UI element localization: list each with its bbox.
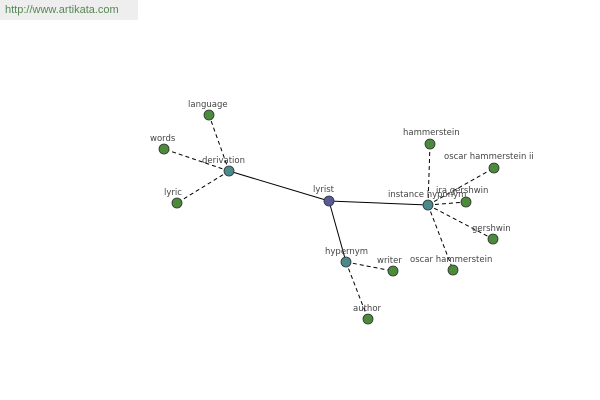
node-ira_g[interactable] — [460, 196, 472, 208]
node-oscar_h_ii[interactable] — [488, 162, 500, 174]
edge-derivation-words — [163, 148, 230, 172]
node-label-hammerstein[interactable]: hammerstein — [403, 128, 460, 138]
edge-instance-ira_g — [427, 201, 467, 206]
node-label-derivation[interactable]: derivation — [202, 156, 245, 166]
node-author[interactable] — [362, 313, 374, 325]
node-oscar_h[interactable] — [447, 264, 459, 276]
node-label-author[interactable]: author — [353, 304, 382, 314]
labels-layer: lyrist derivation instance hyponym hypernym… — [150, 100, 534, 314]
edge-instance-oscar_h_ii — [427, 167, 495, 206]
node-label-writer[interactable]: writer — [377, 256, 402, 266]
edge-instance-hammerstein — [427, 143, 431, 206]
edge-lyrist-instance — [328, 200, 429, 206]
edge-instance-gershwin — [427, 204, 494, 240]
node-label-lyrist[interactable]: lyrist — [313, 185, 335, 195]
node-language[interactable] — [203, 109, 215, 121]
node-writer[interactable] — [387, 265, 399, 277]
node-label-words[interactable]: words — [150, 134, 176, 144]
edge-hypernym-writer — [345, 261, 394, 272]
edge-lyrist-derivation — [228, 170, 330, 202]
node-label-language[interactable]: language — [188, 100, 228, 110]
node-label-instance[interactable]: instance hyponym — [388, 190, 466, 200]
node-instance[interactable] — [422, 199, 434, 211]
node-label-oscar_h_ii[interactable]: oscar hammerstein ii — [444, 152, 534, 162]
edge-derivation-lyric — [176, 170, 230, 204]
node-words[interactable] — [158, 143, 170, 155]
node-label-oscar_h[interactable]: oscar hammerstein — [410, 255, 492, 265]
edge-lyrist-hypernym — [328, 200, 347, 263]
node-lyrist[interactable] — [323, 195, 335, 207]
edges-layer — [163, 114, 495, 320]
node-derivation[interactable] — [223, 165, 235, 177]
node-gershwin[interactable] — [487, 233, 499, 245]
nodes-layer — [158, 109, 500, 325]
node-hammerstein[interactable] — [424, 138, 436, 150]
node-hypernym[interactable] — [340, 256, 352, 268]
node-lyric[interactable] — [171, 197, 183, 209]
node-label-lyric[interactable]: lyric — [164, 188, 182, 198]
site-url[interactable]: http://www.artikata.com — [0, 0, 138, 20]
node-label-ira_g[interactable]: ira gershwin — [436, 186, 488, 196]
edge-hypernym-author — [345, 261, 369, 320]
node-label-gershwin[interactable]: gershwin — [472, 224, 511, 234]
edge-instance-oscar_h — [427, 204, 454, 271]
edge-derivation-language — [208, 114, 230, 172]
node-label-hypernym[interactable]: hypernym — [325, 247, 368, 257]
